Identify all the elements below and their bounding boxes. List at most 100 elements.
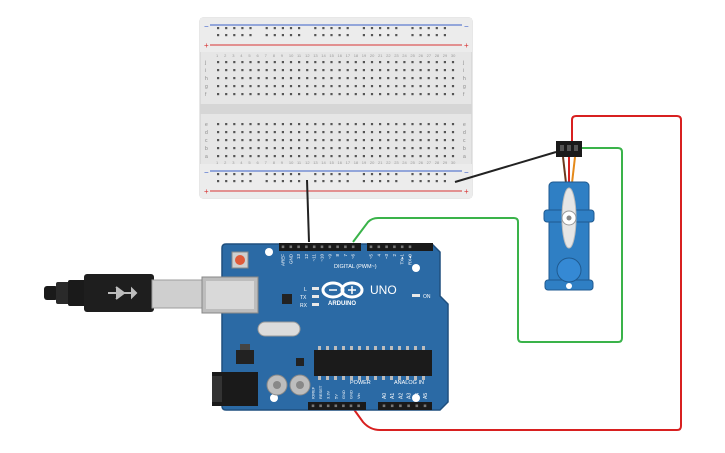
rail-hole[interactable] xyxy=(387,180,390,183)
breadboard-hole[interactable] xyxy=(435,155,438,158)
breadboard-hole[interactable] xyxy=(362,155,365,158)
breadboard-hole[interactable] xyxy=(314,77,317,80)
header-pin[interactable] xyxy=(349,404,353,408)
rail-hole[interactable] xyxy=(346,180,349,183)
servo-motor[interactable] xyxy=(543,141,595,291)
header-pin[interactable] xyxy=(385,245,388,249)
rail-hole[interactable] xyxy=(338,27,341,30)
header-pin[interactable] xyxy=(320,245,324,249)
breadboard-hole[interactable] xyxy=(403,131,406,134)
breadboard-hole[interactable] xyxy=(411,93,414,96)
rail-hole[interactable] xyxy=(330,173,333,176)
rail-hole[interactable] xyxy=(289,27,293,30)
breadboard-hole[interactable] xyxy=(330,85,333,88)
breadboard-hole[interactable] xyxy=(249,147,252,150)
breadboard-hole[interactable] xyxy=(298,155,301,158)
breadboard-hole[interactable] xyxy=(427,69,430,72)
breadboard-hole[interactable] xyxy=(379,61,382,64)
breadboard-hole[interactable] xyxy=(451,131,455,134)
breadboard-hole[interactable] xyxy=(314,61,317,64)
rail-hole[interactable] xyxy=(435,180,438,183)
breadboard-hole[interactable] xyxy=(395,139,398,142)
breadboard-hole[interactable] xyxy=(265,147,268,150)
rail-hole[interactable] xyxy=(387,173,390,176)
rail-hole[interactable] xyxy=(346,34,349,37)
breadboard-hole[interactable] xyxy=(281,155,284,158)
rail-hole[interactable] xyxy=(330,27,333,30)
breadboard-hole[interactable] xyxy=(411,85,414,88)
breadboard-hole[interactable] xyxy=(419,85,422,88)
header-pin[interactable] xyxy=(312,245,316,249)
rail-hole[interactable] xyxy=(427,173,430,176)
breadboard-hole[interactable] xyxy=(338,131,341,134)
rail-hole[interactable] xyxy=(427,180,430,183)
rail-hole[interactable] xyxy=(281,173,284,176)
header-pin[interactable] xyxy=(382,404,386,408)
breadboard-hole[interactable] xyxy=(306,155,309,158)
breadboard-hole[interactable] xyxy=(225,85,228,88)
breadboard-hole[interactable] xyxy=(289,93,293,96)
breadboard-hole[interactable] xyxy=(411,123,414,126)
breadboard-hole[interactable] xyxy=(273,147,276,150)
breadboard-hole[interactable] xyxy=(217,155,220,158)
breadboard-hole[interactable] xyxy=(354,77,357,80)
rail-hole[interactable] xyxy=(322,180,325,183)
rail-hole[interactable] xyxy=(273,27,276,30)
header-pin[interactable] xyxy=(423,404,427,408)
rail-hole[interactable] xyxy=(435,173,438,176)
breadboard-hole[interactable] xyxy=(265,77,268,80)
breadboard-hole[interactable] xyxy=(435,77,438,80)
wire-green-signal[interactable] xyxy=(352,147,623,343)
breadboard-hole[interactable] xyxy=(265,139,268,142)
breadboard-hole[interactable] xyxy=(289,69,293,72)
breadboard-hole[interactable] xyxy=(379,93,382,96)
breadboard-hole[interactable] xyxy=(241,147,244,150)
breadboard-hole[interactable] xyxy=(346,147,349,150)
rail-hole[interactable] xyxy=(379,34,382,37)
header-pin[interactable] xyxy=(357,404,360,408)
breadboard-hole[interactable] xyxy=(354,131,357,134)
breadboard-hole[interactable] xyxy=(435,131,438,134)
breadboard-hole[interactable] xyxy=(289,85,293,88)
breadboard-hole[interactable] xyxy=(257,139,260,142)
breadboard-hole[interactable] xyxy=(289,131,293,134)
breadboard-hole[interactable] xyxy=(330,155,333,158)
rail-hole[interactable] xyxy=(217,180,220,183)
breadboard-hole[interactable] xyxy=(338,85,341,88)
breadboard-hole[interactable] xyxy=(233,85,236,88)
breadboard-hole[interactable] xyxy=(273,77,276,80)
rail-hole[interactable] xyxy=(443,27,446,30)
breadboard-hole[interactable] xyxy=(306,123,309,126)
breadboard-hole[interactable] xyxy=(322,93,325,96)
rail-hole[interactable] xyxy=(395,173,398,176)
header-pin[interactable] xyxy=(344,245,347,249)
breadboard-hole[interactable] xyxy=(443,147,446,150)
breadboard-hole[interactable] xyxy=(370,93,374,96)
breadboard-hole[interactable] xyxy=(289,155,293,158)
header-pin[interactable] xyxy=(408,245,412,249)
breadboard-hole[interactable] xyxy=(217,131,220,134)
breadboard-hole[interactable] xyxy=(403,147,406,150)
breadboard-hole[interactable] xyxy=(346,131,349,134)
breadboard-hole[interactable] xyxy=(233,77,236,80)
breadboard-hole[interactable] xyxy=(225,61,228,64)
rail-hole[interactable] xyxy=(419,27,422,30)
breadboard-hole[interactable] xyxy=(281,61,284,64)
breadboard-hole[interactable] xyxy=(314,131,317,134)
breadboard-hole[interactable] xyxy=(314,69,317,72)
breadboard-hole[interactable] xyxy=(387,85,390,88)
breadboard-hole[interactable] xyxy=(306,139,309,142)
rail-hole[interactable] xyxy=(281,180,284,183)
breadboard-hole[interactable] xyxy=(427,123,430,126)
rail-hole[interactable] xyxy=(362,173,365,176)
breadboard-hole[interactable] xyxy=(395,69,398,72)
rail-hole[interactable] xyxy=(241,34,244,37)
rail-hole[interactable] xyxy=(298,27,301,30)
breadboard-hole[interactable] xyxy=(241,93,244,96)
breadboard-hole[interactable] xyxy=(427,147,430,150)
breadboard-hole[interactable] xyxy=(419,93,422,96)
breadboard-hole[interactable] xyxy=(443,131,446,134)
rail-hole[interactable] xyxy=(435,27,438,30)
header-pin[interactable] xyxy=(393,245,396,249)
